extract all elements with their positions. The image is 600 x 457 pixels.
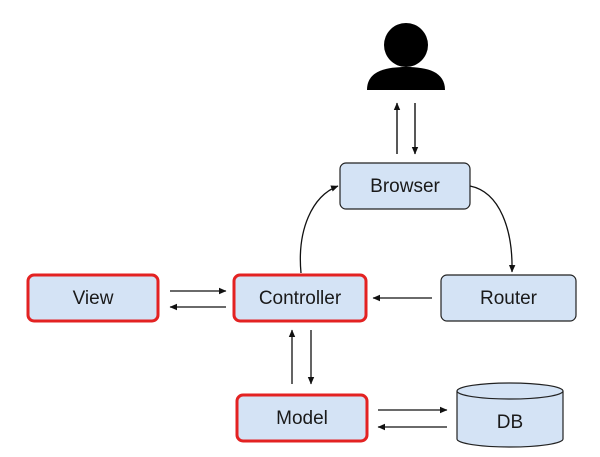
node-controller: Controller	[232, 273, 368, 323]
node-db: DB	[456, 382, 564, 448]
node-model: Model	[235, 393, 369, 443]
user-icon	[367, 23, 445, 90]
arrow-browser-to-router	[469, 185, 516, 273]
node-browser-label: Browser	[370, 176, 440, 197]
node-router-label: Router	[480, 288, 538, 309]
node-view-label: View	[73, 288, 114, 309]
node-model-label: Model	[276, 408, 328, 429]
node-controller-label: Controller	[259, 288, 342, 309]
node-browser: Browser	[339, 162, 471, 210]
node-view: View	[26, 273, 160, 323]
arrow-controller-to-browser	[299, 185, 339, 274]
node-db-label: DB	[497, 412, 523, 433]
node-router: Router	[440, 274, 577, 322]
